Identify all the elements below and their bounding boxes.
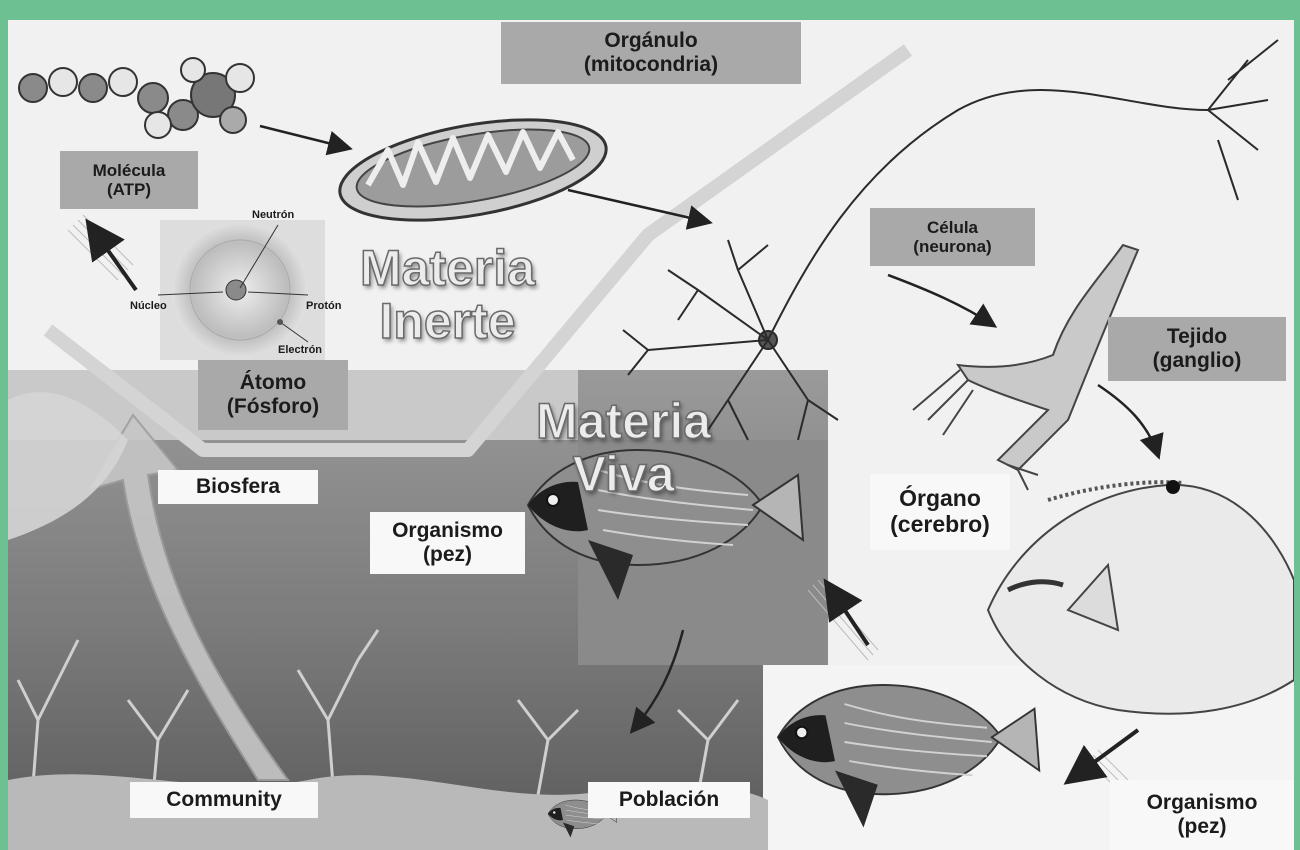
atp-molecule-icon	[19, 58, 254, 138]
molecule-label: Molécula(ATP)	[60, 151, 198, 209]
organ-label: Órgano(cerebro)	[870, 474, 1010, 550]
levels-of-organization-diagram: Neutrón Núcleo Protón Electrón Molécula(…	[8, 20, 1294, 850]
proton-label: Protón	[306, 300, 341, 312]
living-matter-heading: MateriaViva	[536, 395, 711, 500]
cell-label: Célula(neurona)	[870, 208, 1035, 266]
organism-right-label: Organismo(pez)	[1110, 780, 1294, 850]
electron-label: Electrón	[278, 344, 322, 356]
nucleus-label: Núcleo	[130, 300, 167, 312]
ganglion-tissue-icon	[913, 245, 1138, 490]
biosphere-label: Biosfera	[158, 470, 318, 504]
organelle-label: Orgánulo(mitocondria)	[501, 22, 801, 84]
atom-label: Átomo(Fósforo)	[198, 360, 348, 430]
neutron-label: Neutrón	[252, 209, 294, 221]
mitochondrion-icon	[332, 102, 614, 238]
tissue-label: Tejido(ganglio)	[1108, 317, 1286, 381]
phosphorus-atom-icon	[158, 220, 325, 360]
community-label: Community	[130, 782, 318, 818]
population-label: Población	[588, 782, 750, 818]
inert-matter-heading: MateriaInerte	[360, 242, 535, 347]
organism-left-label: Organismo(pez)	[370, 512, 525, 574]
